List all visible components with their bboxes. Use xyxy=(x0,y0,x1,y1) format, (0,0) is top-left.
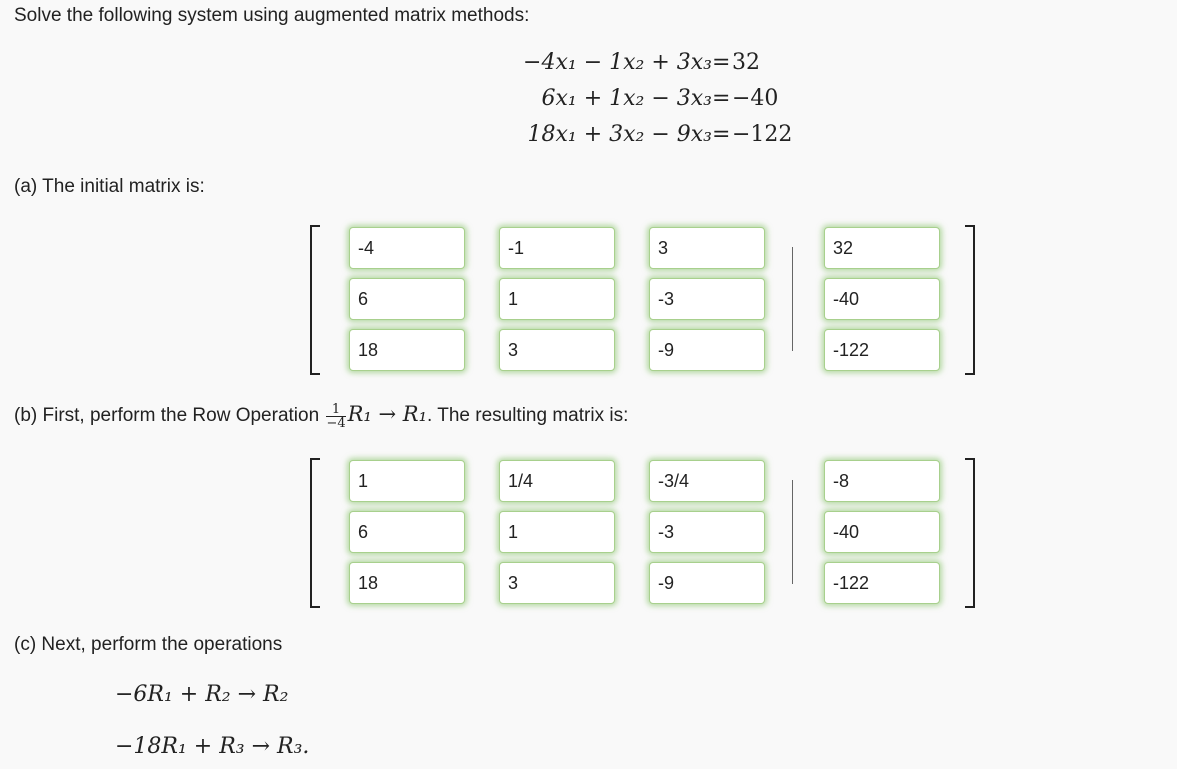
equation-3: 18x₁ + 3x₂ − 9x₃ = −122 xyxy=(500,122,800,152)
row-operation-2: −18R₁ + R₃ → R₃. xyxy=(115,734,310,759)
part-c-label: (c) Next, perform the operations xyxy=(14,634,283,655)
matrix-a-cell-r2c2[interactable] xyxy=(499,278,615,320)
equation-2-lhs: 6x₁ + 1x₂ − 3x₃ xyxy=(541,86,712,111)
matrix-b-cell-r1c2[interactable] xyxy=(499,460,615,502)
row-op-fraction: 1 −4 xyxy=(326,403,346,431)
matrix-a-cell-r3c3[interactable] xyxy=(649,329,765,371)
matrix-a-cell-r1c3[interactable] xyxy=(649,227,765,269)
matrix-b-cell-r1c1[interactable] xyxy=(349,460,465,502)
matrix-b-cell-r3c4[interactable] xyxy=(824,562,940,604)
matrix-a-cell-r1c4[interactable] xyxy=(824,227,940,269)
equation-1: −4x₁ − 1x₂ + 3x₃ = 32 xyxy=(500,50,800,80)
matrix-a-cell-r2c4[interactable] xyxy=(824,278,940,320)
matrix-left-bracket xyxy=(310,225,320,375)
matrix-b-cell-r3c3[interactable] xyxy=(649,562,765,604)
part-a-label: (a) The initial matrix is: xyxy=(14,176,205,197)
matrix-b-cell-r3c1[interactable] xyxy=(349,562,465,604)
equation-3-rhs: −122 xyxy=(732,122,793,147)
equation-1-lhs: −4x₁ − 1x₂ + 3x₃ xyxy=(523,50,712,75)
matrix-a-cell-r1c1[interactable] xyxy=(349,227,465,269)
equation-3-lhs: 18x₁ + 3x₂ − 9x₃ xyxy=(527,122,712,147)
matrix-b-cell-r2c3[interactable] xyxy=(649,511,765,553)
matrix-a-cell-r2c3[interactable] xyxy=(649,278,765,320)
augment-divider xyxy=(792,480,793,584)
matrix-left-bracket xyxy=(310,458,320,608)
matrix-right-bracket xyxy=(965,458,975,608)
resulting-matrix xyxy=(310,458,975,608)
row-operation-1: −6R₁ + R₂ → R₂ xyxy=(115,682,289,707)
equation-1-rhs: 32 xyxy=(732,50,760,75)
equation-2: 6x₁ + 1x₂ − 3x₃ = −40 xyxy=(500,86,800,116)
matrix-b-cell-r1c3[interactable] xyxy=(649,460,765,502)
matrix-b-cell-r2c2[interactable] xyxy=(499,511,615,553)
part-b-label: (b) First, perform the Row Operation 1 −… xyxy=(14,402,628,430)
row-op-fraction-denominator: −4 xyxy=(326,415,346,431)
matrix-a-cell-r3c4[interactable] xyxy=(824,329,940,371)
matrix-a-cell-r1c2[interactable] xyxy=(499,227,615,269)
matrix-a-cell-r3c2[interactable] xyxy=(499,329,615,371)
matrix-a-cell-r2c1[interactable] xyxy=(349,278,465,320)
matrix-a-cell-r3c1[interactable] xyxy=(349,329,465,371)
matrix-b-cell-r1c4[interactable] xyxy=(824,460,940,502)
equation-2-rel: = xyxy=(712,86,731,111)
problem-prompt: Solve the following system using augment… xyxy=(14,5,530,26)
matrix-right-bracket xyxy=(965,225,975,375)
part-b-label-prefix: (b) First, perform the Row Operation xyxy=(14,405,320,426)
augment-divider xyxy=(792,247,793,351)
equation-1-rel: = xyxy=(712,50,731,75)
equation-2-rhs: −40 xyxy=(732,86,779,111)
equation-3-rel: = xyxy=(712,122,731,147)
matrix-b-cell-r2c4[interactable] xyxy=(824,511,940,553)
row-op-expression: R₁ → R₁ xyxy=(347,402,428,426)
initial-matrix xyxy=(310,225,975,375)
matrix-b-cell-r3c2[interactable] xyxy=(499,562,615,604)
matrix-b-cell-r2c1[interactable] xyxy=(349,511,465,553)
row-op-fraction-numerator: 1 xyxy=(326,403,346,417)
part-b-label-suffix: . The resulting matrix is: xyxy=(427,405,629,426)
